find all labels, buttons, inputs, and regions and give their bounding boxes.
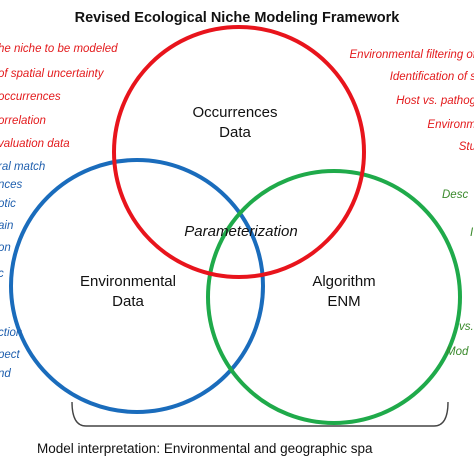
left-red-note: of spatial uncertainty [0,68,105,80]
left-blue-note: on [0,242,11,254]
environmental-label-line2: Data [112,293,144,310]
occurrences-label-line2: Data [219,124,251,141]
right-green-note: Mod [446,346,469,358]
left-blue-note: ral match [0,161,45,173]
left-blue-note: c [0,268,4,280]
right-red-notes: Environmental filtering of Identificatio… [349,49,474,153]
left-blue-note: ain [0,220,13,232]
algorithm-label-line1: Algorithm [312,273,375,290]
occurrences-label-line1: Occurrences [192,104,277,121]
left-blue-note: pect [0,349,21,361]
right-red-note: Identification of s [390,71,474,83]
right-green-notes: Desc I vs. Mod [442,189,474,358]
diagram-title: Revised Ecological Niche Modeling Framew… [75,10,401,26]
right-red-note: Stu [459,141,474,153]
left-blue-note: otic [0,198,16,210]
algorithm-enm-circle [206,169,462,425]
right-red-note: Environmental filtering of [349,49,474,61]
algorithm-label-line2: ENM [327,293,360,310]
model-interpretation-text: Model interpretation: Environmental and … [37,441,373,456]
right-red-note: Host vs. pathog [396,95,474,107]
left-red-note: occurrences [0,91,61,103]
parameterization-label: Parameterization [184,223,297,240]
left-red-notes: he niche to be modeled of spatial uncert… [0,43,118,150]
right-red-note: Environm [427,119,474,131]
left-red-note: valuation data [0,138,70,150]
left-red-note: he niche to be modeled [0,43,118,55]
environmental-label-line1: Environmental [80,273,176,290]
left-blue-note: ction [0,327,22,339]
interpretation-bracket [71,401,449,427]
left-blue-note: nd [0,368,11,380]
occurrences-data-circle [112,25,366,279]
left-blue-notes: ral match nces otic ain on c ction pect … [0,161,45,380]
left-blue-note: nces [0,179,23,191]
right-green-note: vs. [459,321,474,333]
environmental-data-circle [9,158,265,414]
left-red-note: orrelation [0,115,46,127]
right-green-note: Desc [442,189,468,201]
right-green-note: I [470,227,474,239]
